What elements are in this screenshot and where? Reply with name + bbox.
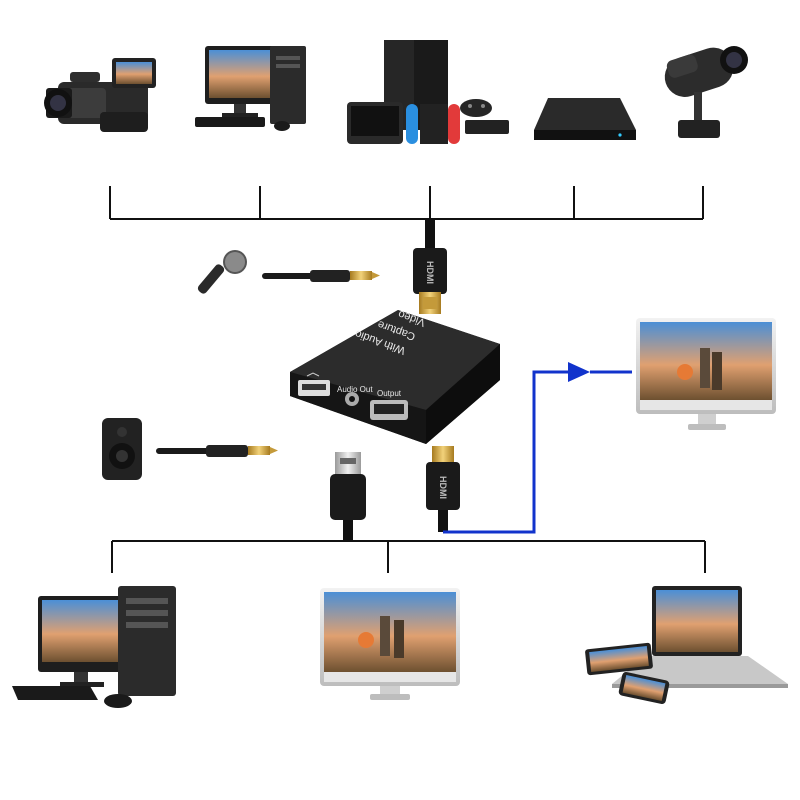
audio-jack-out xyxy=(156,445,278,457)
microphone-icon xyxy=(197,250,247,294)
camcorder-icon xyxy=(44,58,156,132)
output-link-arrow xyxy=(443,362,632,534)
tablet-icon xyxy=(585,642,653,676)
set-top-box-icon xyxy=(534,98,636,140)
security-camera-icon xyxy=(664,46,748,138)
hdmi-output-cable: HDMI xyxy=(426,446,460,532)
all-in-one-pc-icon xyxy=(320,588,460,700)
hdmi-input-cable: HDMI xyxy=(413,219,447,314)
audio-jack-in xyxy=(262,270,380,282)
audio-out-label: Audio Out xyxy=(337,385,373,394)
usb-cable xyxy=(330,452,366,542)
hdmi-input-label: HDMI xyxy=(425,261,435,284)
phone-icon xyxy=(618,672,670,704)
desktop-pc-icon xyxy=(195,46,306,131)
output-monitor-icon xyxy=(636,318,776,430)
hdmi-output-label: HDMI xyxy=(438,476,448,499)
speaker-icon xyxy=(102,418,142,480)
target-bracket xyxy=(111,540,706,573)
source-bracket xyxy=(109,186,704,220)
output-label: Output xyxy=(377,389,402,398)
desktop-pc-icon xyxy=(12,586,176,708)
game-consoles-icon xyxy=(347,40,509,144)
laptop-icon xyxy=(612,586,788,688)
capture-device: Video Capture With Audio Audio Out Outpu… xyxy=(290,308,500,444)
